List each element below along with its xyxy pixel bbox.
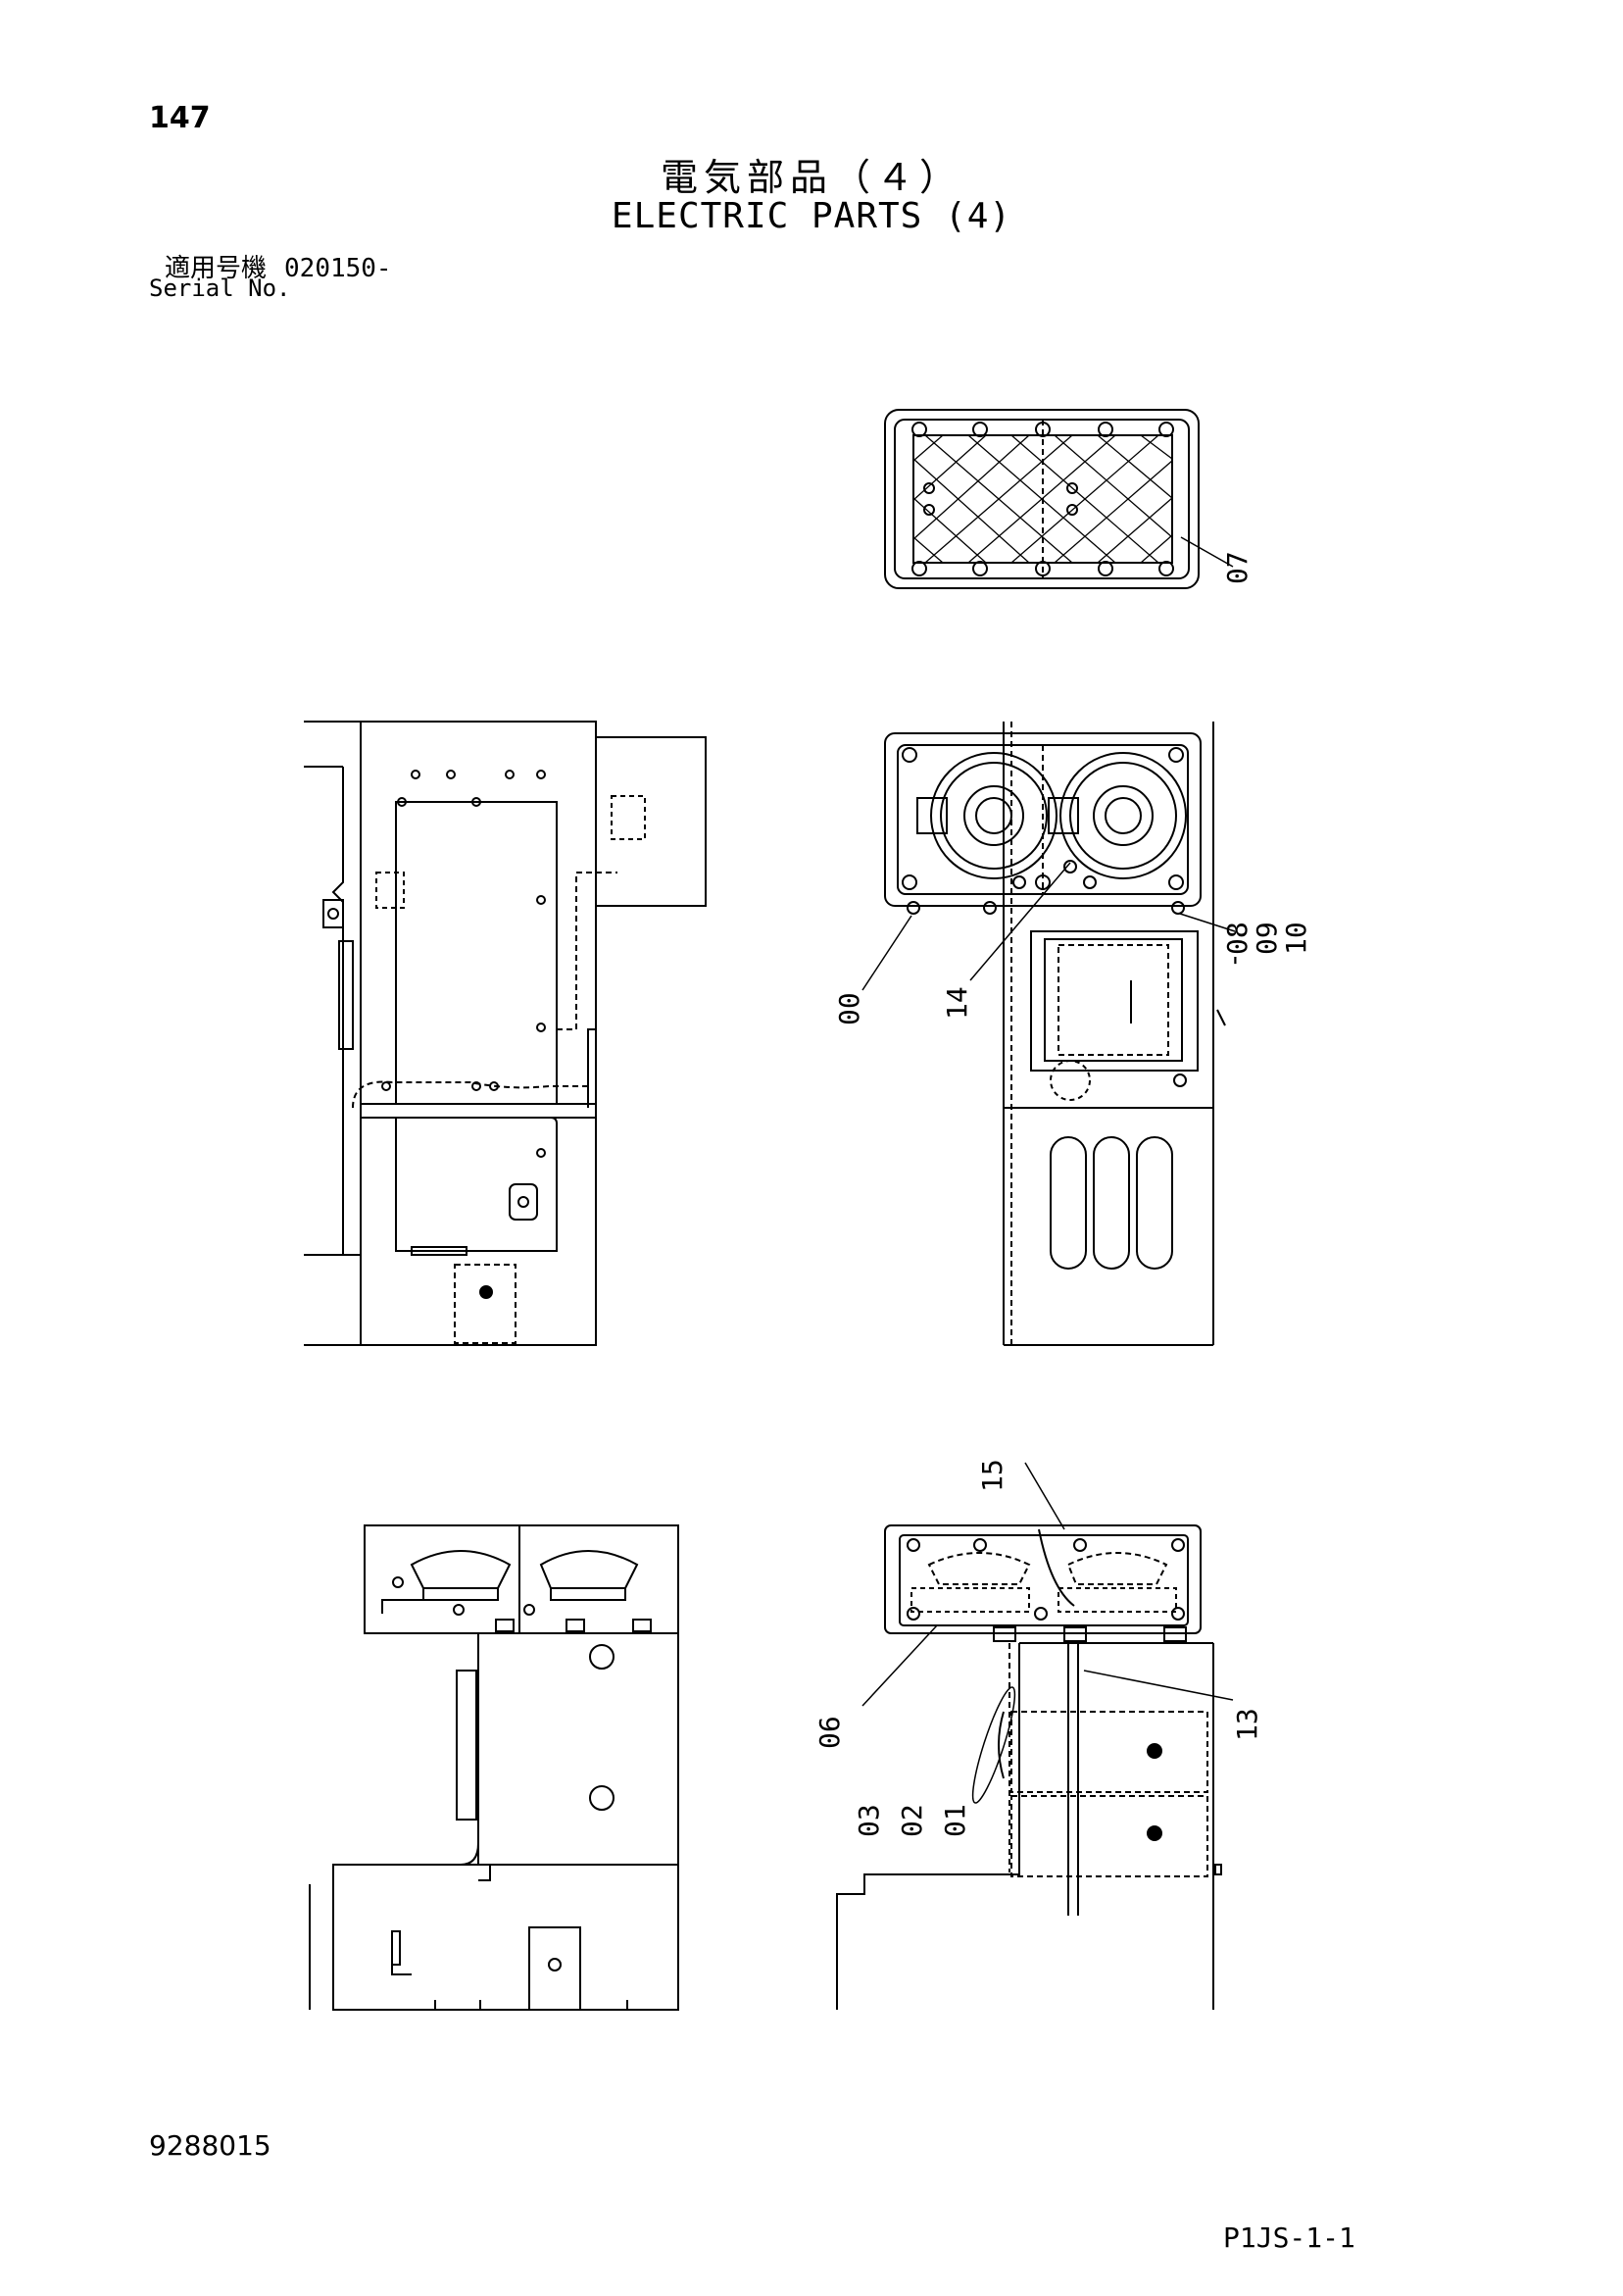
callout-03: 03 (853, 1804, 885, 1837)
callout-07: 07 (1221, 551, 1254, 584)
serial-label-japanese: 適用号機 020150- (165, 248, 392, 284)
callout-08: 08 (1221, 922, 1254, 955)
callout-01: 01 (939, 1804, 971, 1837)
callout-14: 14 (941, 986, 973, 1020)
grille-bolts (911, 422, 1174, 576)
page-code: P1JS-1-1 (1223, 2221, 1355, 2254)
serial-label-english: Serial No. (149, 275, 291, 302)
callout-06: 06 (813, 1716, 846, 1749)
page-number: 147 (149, 101, 211, 135)
horn-mount-side-view (836, 1462, 1234, 2010)
callout-dash-a: - (1217, 952, 1250, 969)
horn-mount-bolts (902, 747, 1185, 915)
callout-labels: 07 08 09 10 00 14 15 13 06 03 02 01 - (813, 551, 1312, 1837)
document-id: 9288015 (149, 2129, 271, 2162)
page-title-english: ELECTRIC PARTS (4) (611, 196, 1012, 236)
horn-right (1048, 752, 1187, 879)
callout-13: 13 (1231, 1708, 1263, 1741)
horn-mount-front-view (861, 722, 1236, 1346)
horn-side-view (309, 1524, 679, 2011)
cab-side-view (304, 721, 707, 1346)
serial-number-value: 020150- (284, 254, 392, 283)
page-title-japanese: 電気部品（４） (660, 156, 962, 199)
callout-09: 09 (1251, 922, 1283, 955)
callout-15: 15 (976, 1459, 1008, 1492)
callout-10: 10 (1280, 922, 1312, 955)
grille-cover-view (884, 409, 1234, 589)
cab-side-bolts (381, 770, 546, 1158)
callout-02: 02 (896, 1804, 928, 1837)
serial-label-jp-text: 適用号機 (165, 254, 268, 283)
callout-00: 00 (833, 992, 865, 1025)
horn-left (916, 752, 1057, 879)
